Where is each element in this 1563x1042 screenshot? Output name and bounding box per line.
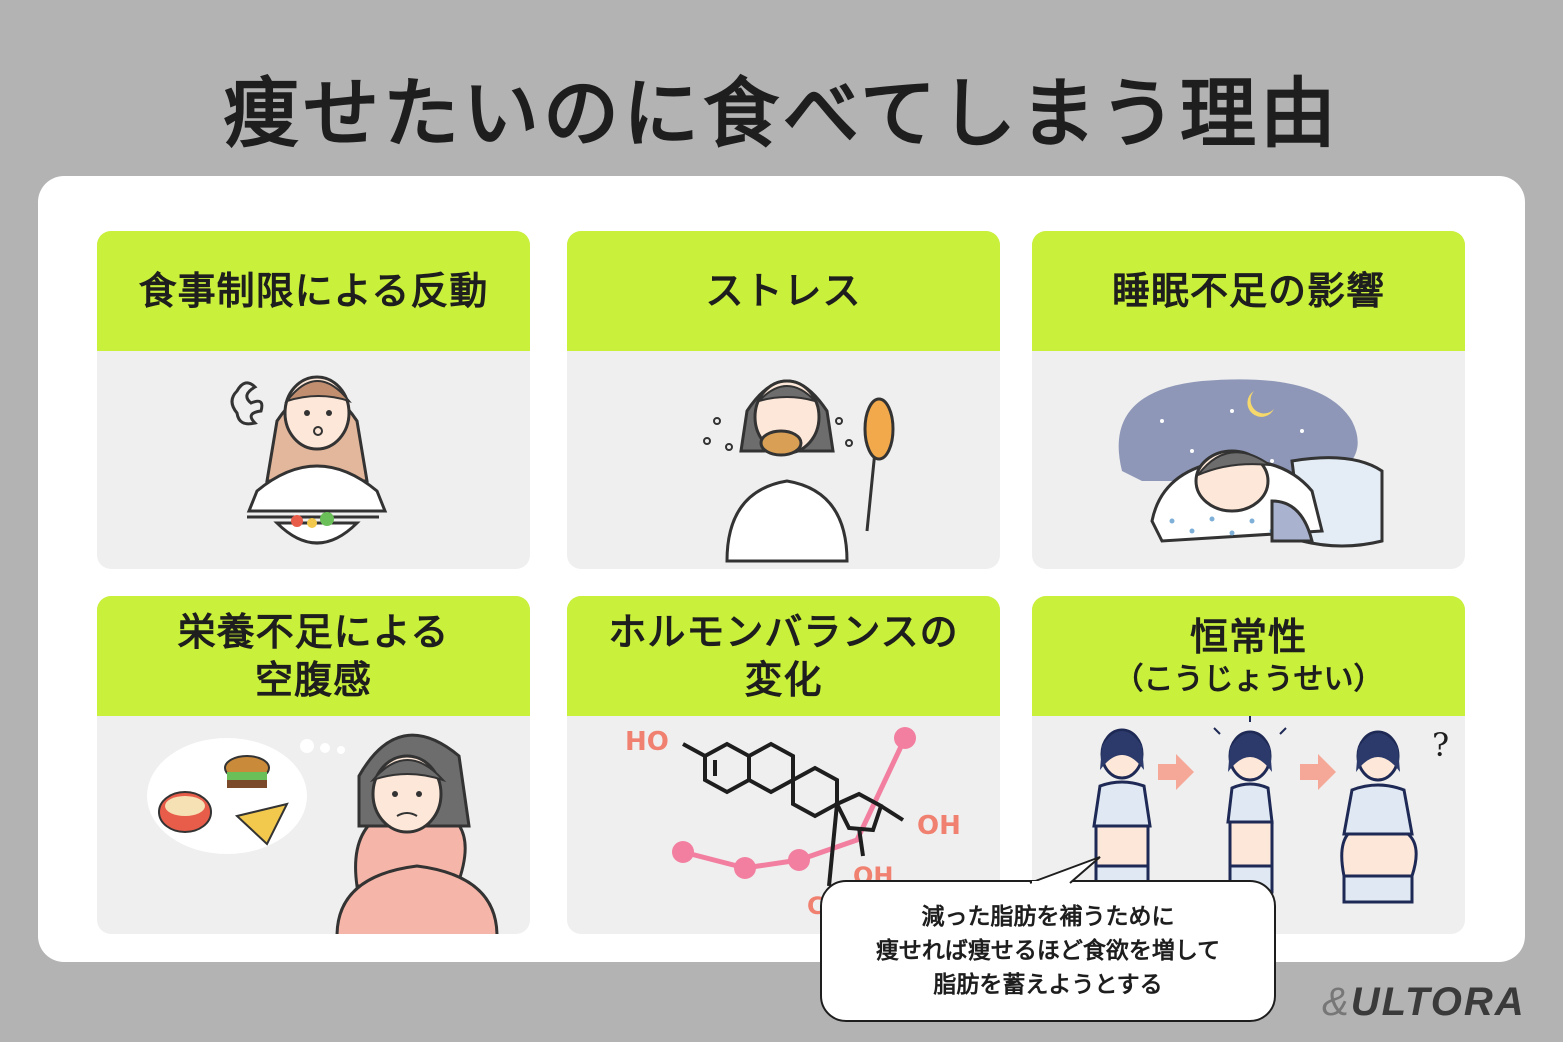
card-illustration — [97, 716, 530, 934]
card-nutrition: 栄養不足による 空腹感 — [97, 596, 530, 934]
card-title-line1: ホルモンバランスの — [608, 610, 959, 654]
card-header: ストレス — [567, 231, 1000, 351]
card-illustration — [1032, 351, 1465, 569]
stressed-eating-icon — [703, 379, 895, 563]
card-title: 食事制限による反動 — [138, 269, 489, 313]
page-title: 痩せたいのに食べてしまう理由 — [223, 69, 1340, 158]
woman-eating-salad-icon — [230, 375, 388, 545]
logo-ampersand: & — [1322, 980, 1351, 1024]
speech-bubble-tail — [1029, 856, 1101, 885]
card-subtitle: （こうじょうせい） — [1113, 662, 1384, 697]
card-header: 恒常性 （こうじょうせい） — [1032, 596, 1465, 716]
question-mark: ? — [1432, 726, 1449, 764]
card-stress: ストレス — [567, 231, 1000, 569]
card-homeostasis: 恒常性 （こうじょうせい） — [1032, 596, 1465, 934]
card-header: 睡眠不足の影響 — [1032, 231, 1465, 351]
card-hormone: ホルモンバランスの 変化 HO OH — [567, 596, 1000, 934]
card-title: ストレス — [705, 269, 862, 313]
card-illustration — [567, 351, 1000, 569]
card-illustration — [97, 351, 530, 569]
bubble-line-1: 減った脂肪を補うために — [921, 904, 1175, 930]
card-title: 睡眠不足の影響 — [1111, 269, 1385, 313]
card-header: ホルモンバランスの 変化 — [567, 596, 1000, 716]
bubble-line-3: 脂肪を蓄えようとする — [933, 972, 1163, 998]
brand-logo: &ULTORA — [1322, 980, 1526, 1025]
bubble-line-2: 痩せれば痩せるほど食欲を増して — [875, 938, 1221, 964]
speech-bubble: 減った脂肪を補うために 痩せれば痩せるほど食欲を増して 脂肪を蓄えようとする — [820, 880, 1276, 1022]
card-header: 栄養不足による 空腹感 — [97, 596, 530, 716]
card-sleep: 睡眠不足の影響 — [1032, 231, 1465, 569]
sleeping-woman-icon — [1118, 379, 1384, 548]
card-header: 食事制限による反動 — [97, 231, 530, 351]
card-title-line1: 栄養不足による — [177, 610, 450, 654]
card-diet-restriction: 食事制限による反動 — [97, 231, 530, 569]
hungry-woman-icon — [147, 733, 499, 934]
logo-text: ULTORA — [1350, 980, 1526, 1024]
ho-label: HO — [625, 727, 669, 757]
card-title-line2: 変化 — [744, 658, 823, 702]
card-title-line2: 空腹感 — [254, 658, 372, 702]
oh-label-1: OH — [917, 811, 961, 841]
card-title: 恒常性 — [1189, 615, 1307, 659]
